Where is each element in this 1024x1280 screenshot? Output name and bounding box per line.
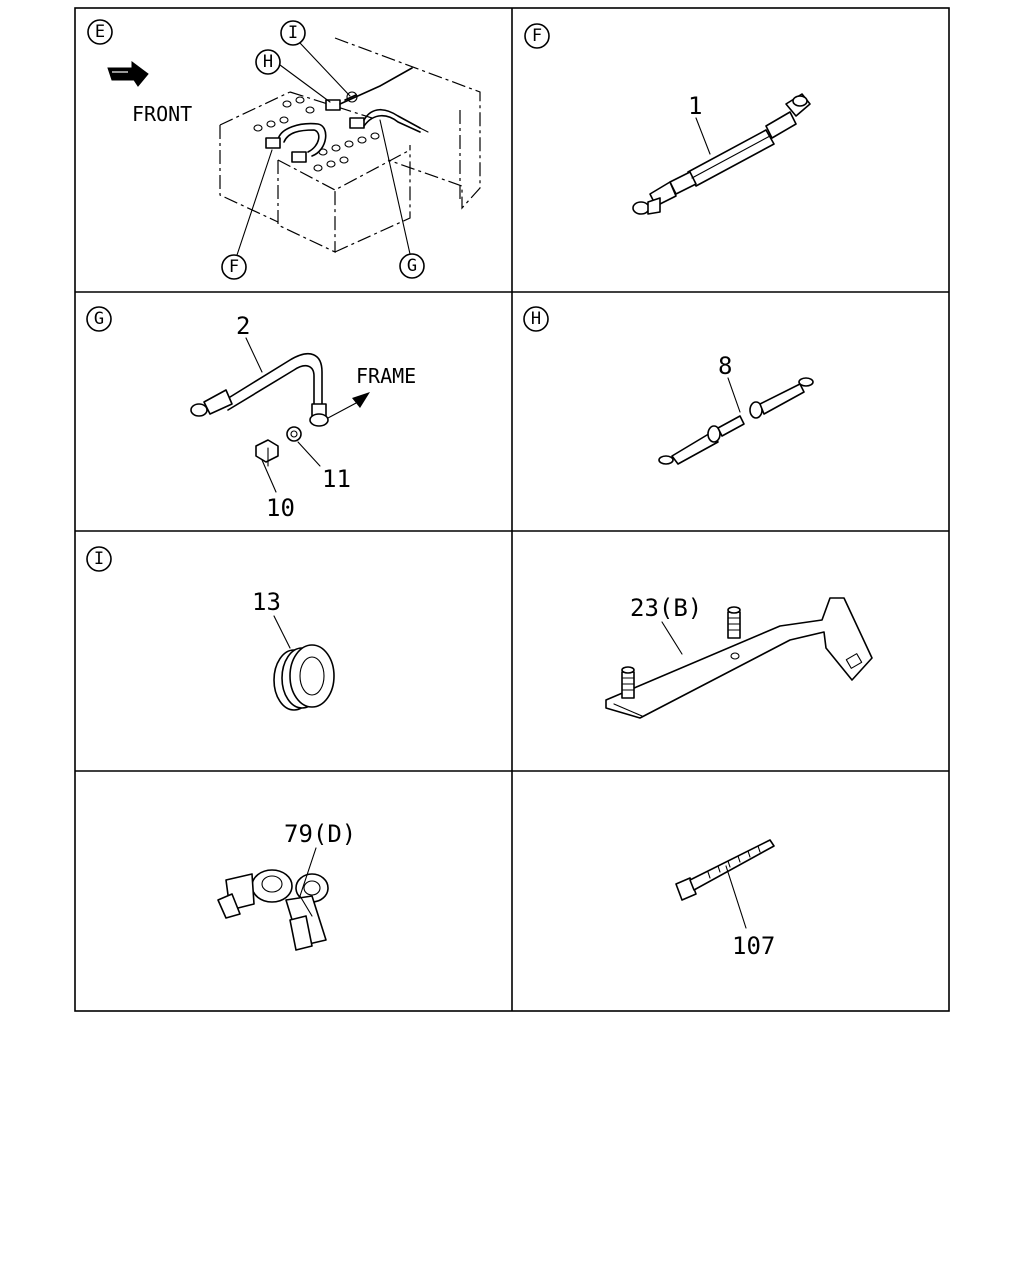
battery-caps — [253, 96, 380, 172]
svg-text:I: I — [288, 23, 298, 43]
part-number-79d: 79(D) — [284, 820, 356, 848]
cable-tie-107 — [675, 839, 775, 901]
washer-11 — [286, 426, 302, 442]
callout-i: I — [280, 20, 351, 97]
callout-g: G — [379, 119, 425, 279]
panel-grid — [74, 7, 950, 1012]
battery-cable-1 — [632, 93, 811, 215]
svg-text:H: H — [263, 52, 273, 72]
front-arrow-icon — [107, 61, 149, 87]
panel-i-badge: I — [94, 549, 104, 569]
callout-h: H — [255, 49, 331, 103]
panel-e-badge: E — [95, 22, 105, 42]
frame-arrow-icon — [327, 392, 370, 419]
part-number-8: 8 — [718, 352, 732, 380]
leader-1 — [695, 117, 711, 155]
part-number-23b: 23(B) — [630, 594, 702, 622]
panel-e: E FRONT — [87, 19, 481, 280]
svg-text:F: F — [229, 257, 239, 277]
part-number-2: 2 — [236, 312, 250, 340]
panel-g-badge: G — [94, 309, 104, 329]
panel-i: I 13 — [86, 546, 335, 711]
clip-79 — [217, 869, 329, 951]
part-number-10: 10 — [266, 494, 295, 522]
panel-clip: 79(D) — [217, 820, 356, 951]
grommet-13 — [273, 644, 335, 711]
cable-8 — [658, 377, 814, 465]
part-number-11: 11 — [322, 465, 351, 493]
part-number-13: 13 — [252, 588, 281, 616]
front-label: FRONT — [132, 102, 192, 126]
panel-f: F 1 — [524, 23, 811, 215]
svg-text:G: G — [407, 256, 417, 276]
panel-g: G 2 FRAME 11 10 — [86, 306, 416, 522]
callout-f: F — [221, 149, 273, 280]
panel-e-badge-circle — [87, 19, 113, 45]
part-number-1: 1 — [688, 92, 702, 120]
battery-cables — [265, 67, 429, 163]
frame-label: FRAME — [356, 364, 416, 388]
ground-cable-2 — [190, 352, 329, 427]
battery-bracket-23 — [605, 597, 873, 719]
bolt-10 — [255, 439, 279, 467]
part-number-107: 107 — [732, 932, 775, 960]
terminal-clamp — [265, 137, 281, 149]
panel-bracket: 23(B) — [605, 594, 873, 719]
panel-h-badge: H — [531, 309, 541, 329]
panel-h: H 8 — [523, 306, 814, 465]
panel-band: 107 — [675, 839, 775, 960]
panel-f-badge: F — [532, 26, 542, 46]
